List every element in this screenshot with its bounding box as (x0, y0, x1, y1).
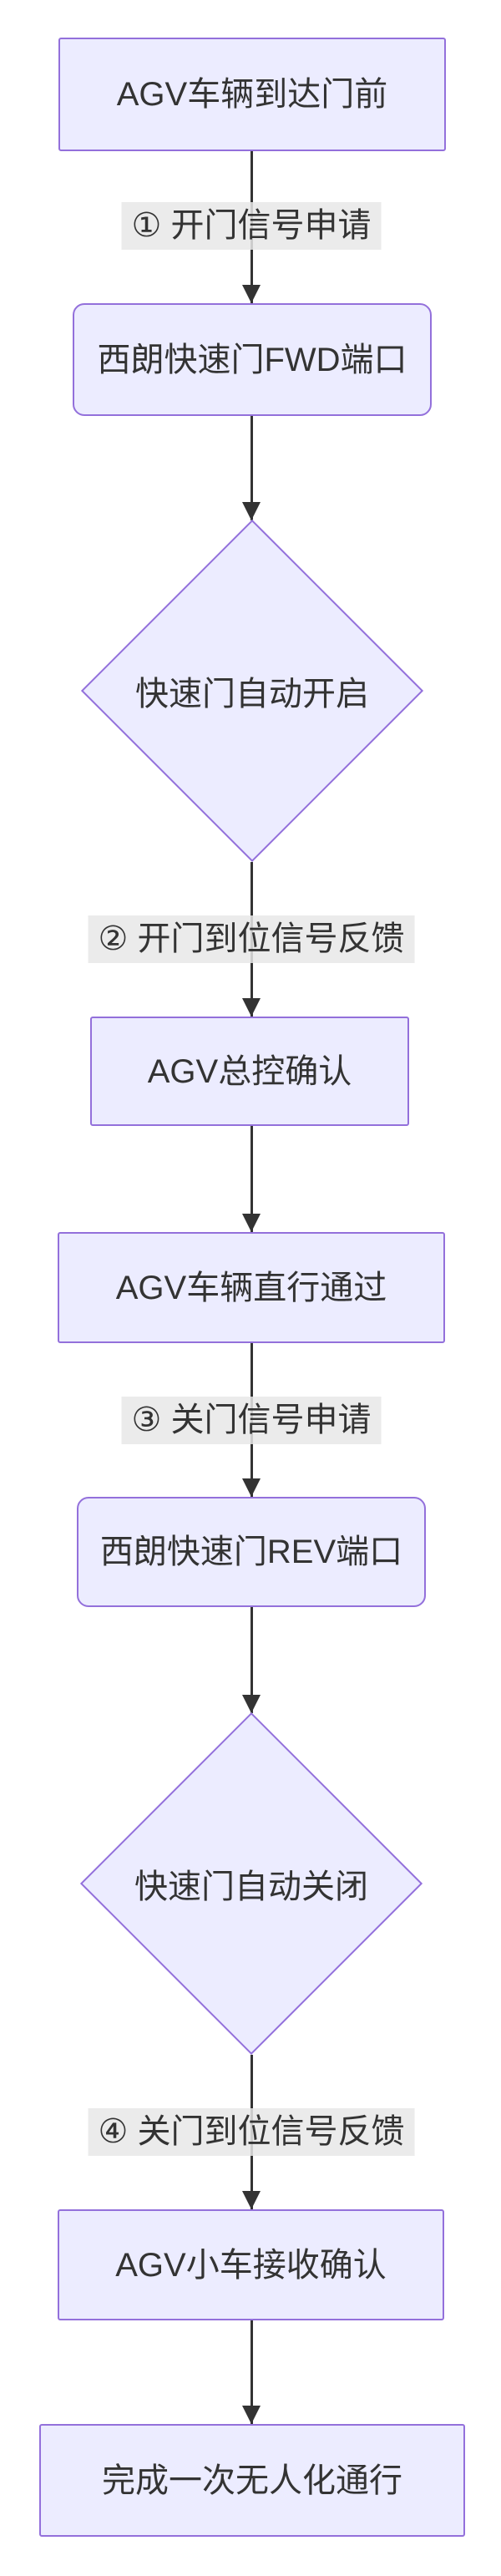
node-xilang-fwd-port: 西朗快速门FWD端口 (73, 303, 432, 416)
node-label: AGV小车接收确认 (115, 2246, 387, 2284)
arrowhead-icon (242, 2406, 261, 2424)
decision-door-auto-close: 快速门自动关闭 (79, 1711, 423, 2056)
node-label: 完成一次无人化通行 (102, 2462, 402, 2499)
edge-label-close-request: ③ 关门信号申请 (121, 1397, 382, 1444)
arrowhead-icon (242, 1695, 261, 1713)
node-label: 快速门自动开启 (135, 676, 369, 712)
edge-label-open-feedback: ② 开门到位信号反馈 (88, 915, 415, 963)
node-complete-unmanned-pass: 完成一次无人化通行 (39, 2424, 465, 2537)
node-agv-pass-through: AGV车辆直行通过 (58, 1232, 445, 1343)
edge-line-4 (250, 1126, 253, 1232)
node-label: 西朗快速门REV端口 (99, 1534, 403, 1570)
arrowhead-icon (242, 1214, 261, 1232)
node-label: AGV总控确认 (147, 1052, 352, 1090)
edge-label-close-feedback: ④ 关门到位信号反馈 (88, 2108, 415, 2156)
node-label: AGV车辆直行通过 (115, 1269, 387, 1306)
arrowhead-icon (242, 502, 261, 520)
edge-line-8 (250, 2320, 253, 2424)
edge-label-open-request: ① 开门信号申请 (121, 202, 382, 250)
arrowhead-icon (242, 998, 261, 1017)
node-label: 快速门自动关闭 (134, 1869, 368, 1905)
arrowhead-icon (242, 1478, 261, 1497)
node-xilang-rev-port: 西朗快速门REV端口 (77, 1497, 426, 1607)
node-agv-arrives-front: AGV车辆到达门前 (58, 38, 446, 151)
arrowhead-icon (242, 285, 261, 303)
decision-door-auto-open: 快速门自动开启 (80, 519, 424, 863)
edge-line-2 (250, 416, 253, 520)
node-label: 西朗快速门FWD端口 (97, 341, 407, 378)
node-agv-receive-confirm: AGV小车接收确认 (58, 2209, 444, 2320)
arrowhead-icon (242, 2191, 261, 2209)
node-agv-master-confirm: AGV总控确认 (90, 1017, 409, 1126)
edge-line-6 (250, 1607, 253, 1713)
node-label: AGV车辆到达门前 (116, 76, 388, 113)
